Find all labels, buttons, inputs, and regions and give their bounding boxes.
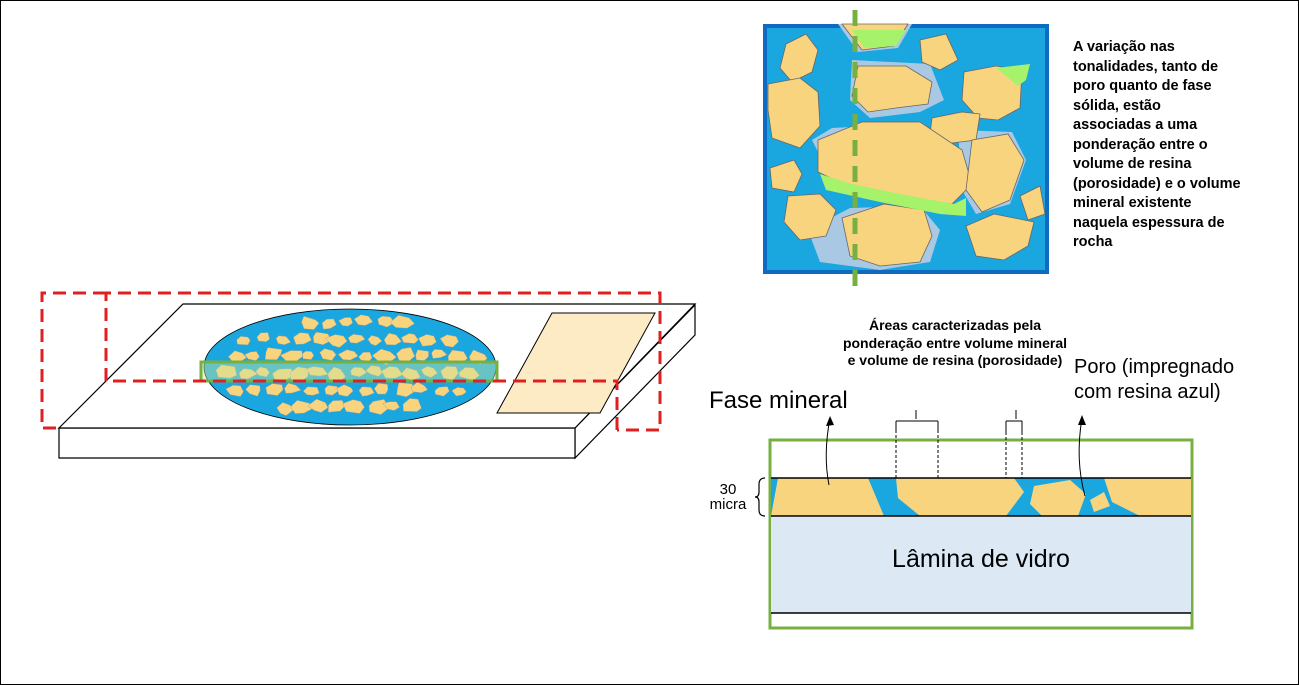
sample-grain [264, 347, 283, 360]
areas-brackets [895, 410, 1023, 478]
sample-grain [382, 401, 400, 411]
sample-grain [245, 384, 261, 397]
thin-section-slide [40, 291, 697, 460]
sample-grain [381, 366, 404, 379]
sample-grain [350, 367, 368, 378]
sample-grain [342, 399, 365, 414]
sample-grain [293, 332, 312, 345]
sample-grain [396, 382, 417, 398]
sample-grain [347, 333, 366, 344]
sample-grain [337, 349, 359, 361]
sample-grain [402, 398, 422, 412]
mineral-grain [767, 77, 821, 149]
sample-grain [307, 398, 329, 413]
mineral-grain [779, 33, 819, 83]
sample-grain [301, 315, 320, 330]
sample-grain [420, 366, 438, 378]
mineral-grain [783, 193, 837, 241]
sample-grain [338, 317, 353, 327]
sample-grain [451, 387, 467, 397]
sample-grain [373, 382, 389, 395]
sample-grain [336, 384, 354, 397]
sample-grain [225, 385, 244, 397]
sample-grain [290, 400, 314, 414]
sample-grain [312, 331, 332, 346]
tonal-variation-note: A variação nas tonalidades, tanto de por… [1073, 39, 1241, 250]
sample-grain [439, 334, 459, 348]
thickness-value: 30 [719, 481, 737, 498]
sample-grain [358, 386, 375, 397]
section-cut-band [199, 360, 499, 383]
partial-solid-phase-zones [820, 30, 1030, 216]
zoom-dashed-outline-left [40, 291, 106, 430]
mineral-grain [961, 65, 1023, 121]
poro-arrow [1078, 417, 1086, 497]
sample-grain [238, 368, 258, 380]
mineral-grain [965, 213, 1035, 261]
sample-grain [401, 333, 419, 344]
thickness-unit: micra [709, 496, 747, 513]
sample-grain [324, 385, 340, 396]
weighted-areas-label: Áreas caracterizadas pela ponderação ent… [842, 317, 1068, 368]
glass-slide-layer [771, 517, 1191, 613]
sample-grain [431, 349, 448, 359]
cover-slip-label [496, 312, 656, 414]
microscope-view [763, 10, 1049, 294]
sample-grain [434, 386, 450, 397]
sample-grain [365, 365, 383, 377]
sample-grain [284, 382, 302, 394]
mineral-grain [769, 159, 803, 193]
sample-grain [302, 350, 315, 360]
thickness-label: 30 micra [700, 482, 756, 512]
sample-grain [367, 335, 383, 346]
sample-grain [353, 314, 374, 326]
sample-grain [265, 383, 284, 396]
sample-grain [321, 318, 337, 330]
sample-grain [215, 364, 238, 379]
rock-layer-minerals [771, 478, 1191, 516]
mineral-grains [767, 23, 1046, 267]
sample-grain [410, 381, 429, 393]
sample-grain [377, 315, 396, 328]
mineral-grain [1019, 185, 1046, 221]
sample-grain [276, 402, 296, 416]
sample-grain [328, 400, 345, 413]
mineral-grain [965, 133, 1025, 213]
sample-grain [305, 366, 329, 377]
sample-grain [383, 332, 402, 346]
sample-grain [256, 332, 270, 342]
cross-section [754, 410, 1194, 630]
fase-mineral-arrowhead [826, 416, 834, 426]
sample-grain [303, 386, 320, 396]
sample-grain [236, 336, 251, 346]
sample-grain [418, 334, 437, 347]
zoom-dashed-outline-front [106, 379, 619, 430]
slide-front-face [58, 427, 576, 459]
sample-grain [389, 314, 415, 329]
glass-slide-label: Lâmina de vidro [892, 545, 1070, 573]
sample-grain [324, 334, 348, 348]
mineral-grain [919, 33, 959, 71]
pore-label: Poro (impregnado com resina azul) [1074, 356, 1235, 403]
zoom-dashed-outline [104, 291, 662, 432]
sample-grain [319, 348, 337, 361]
sample-grain [275, 335, 292, 346]
poro-arrowhead [1078, 415, 1086, 425]
thickness-brace [754, 477, 766, 517]
mineral-phase-label: Fase mineral [709, 387, 848, 414]
sample-grain [255, 366, 270, 378]
